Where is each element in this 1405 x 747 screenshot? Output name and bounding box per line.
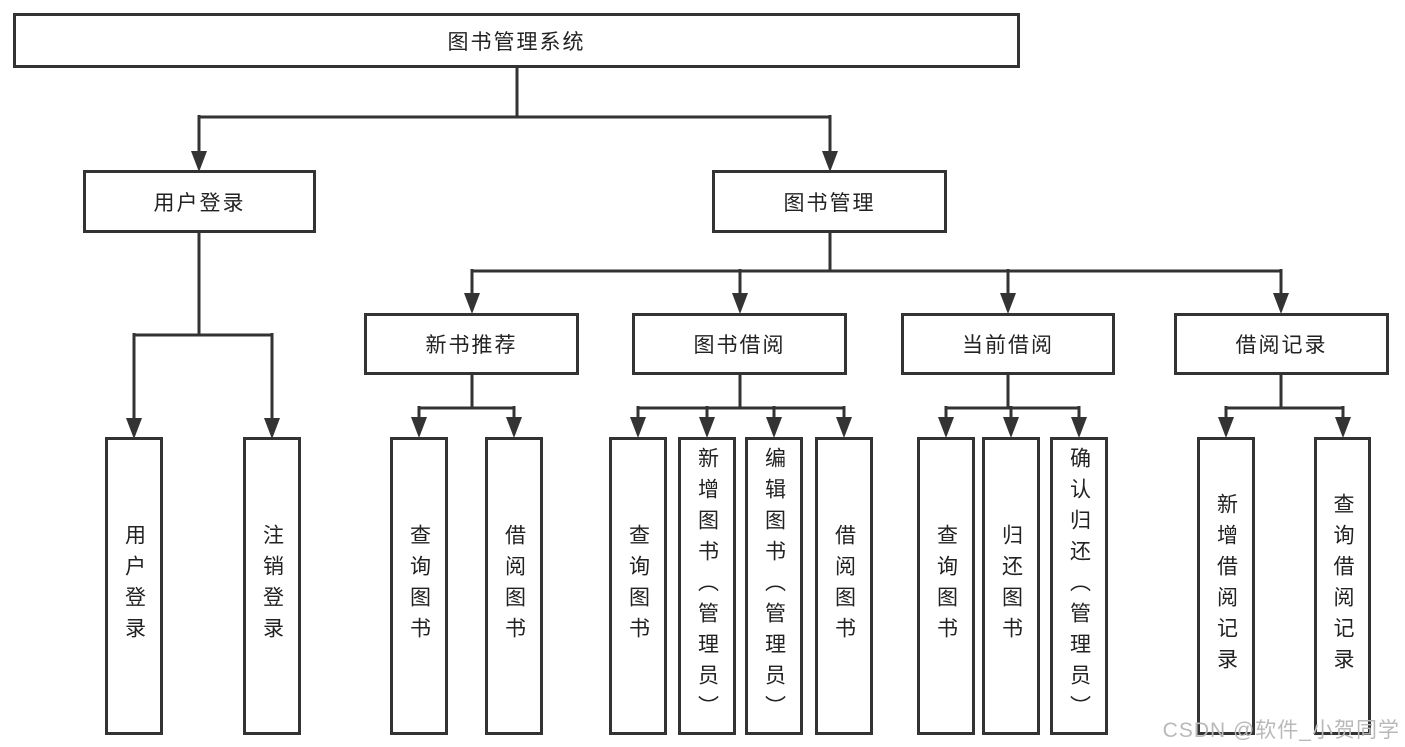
node-root-system: 图书管理系统 [13,13,1020,68]
leaf-query-books-2: 查询图书 [609,437,667,735]
node-borrowing-records: 借阅记录 [1174,313,1389,375]
node-label: 新书推荐 [425,334,518,357]
connector-mgmt-to-level3 [470,233,1283,294]
leaf-confirm-return-admin: 确认归还（管理员） [1050,437,1108,735]
leaf-return-book: 归还图书 [982,437,1040,735]
node-label: 查询图书 [407,524,431,648]
leaf-borrow-books-2: 借阅图书 [815,437,873,735]
node-label: 查询图书 [934,524,958,648]
node-label: 图书管理 [783,191,876,215]
connector-newbook-to-leaves [417,375,516,419]
leaf-edit-book-admin: 编辑图书（管理员） [745,437,803,735]
node-label: 借阅图书 [832,524,856,648]
connector-current-to-leaves [944,375,1081,419]
node-label: 归还图书 [999,524,1023,648]
leaf-user-login: 用户登录 [105,437,163,735]
leaf-query-books-1: 查询图书 [390,437,448,735]
connector-root-to-level2 [197,68,832,152]
leaf-logout: 注销登录 [243,437,301,735]
leaf-add-book-admin: 新增图书（管理员） [678,437,736,735]
node-label: 查询图书 [626,524,650,648]
arrowheads [126,151,1351,439]
node-current-borrowing: 当前借阅 [901,313,1115,375]
node-label: 借阅记录 [1235,334,1328,357]
node-label: 图书借阅 [693,334,786,357]
node-label: 用户登录 [122,524,146,648]
connector-borrow-to-leaves [636,375,846,419]
node-label: 查询借阅记录 [1331,493,1354,679]
node-label: 当前借阅 [962,334,1054,357]
connector-login-to-leaves [132,233,274,419]
leaf-borrow-books-1: 借阅图书 [485,437,543,735]
node-new-book-recommend: 新书推荐 [364,313,579,375]
leaf-query-borrow-record: 查询借阅记录 [1314,437,1371,735]
node-label: 图书管理系统 [447,30,586,54]
connector-records-to-leaves [1224,375,1345,419]
node-book-management-branch: 图书管理 [712,170,947,233]
leaf-add-borrow-record: 新增借阅记录 [1197,437,1255,735]
node-label: 借阅图书 [502,524,526,648]
node-label: 注销登录 [260,524,284,648]
node-label: 确认归还（管理员） [1067,446,1091,726]
node-label: 新增借阅记录 [1214,493,1238,679]
node-label: 新增图书（管理员） [695,446,719,726]
csdn-watermark: CSDN @软件_小贺同学 [1162,719,1400,742]
node-label: 用户登录 [153,191,246,215]
node-book-borrowing: 图书借阅 [632,313,847,375]
node-user-login-branch: 用户登录 [83,170,316,233]
leaf-query-books-3: 查询图书 [917,437,975,735]
node-label: 编辑图书（管理员） [762,446,786,726]
